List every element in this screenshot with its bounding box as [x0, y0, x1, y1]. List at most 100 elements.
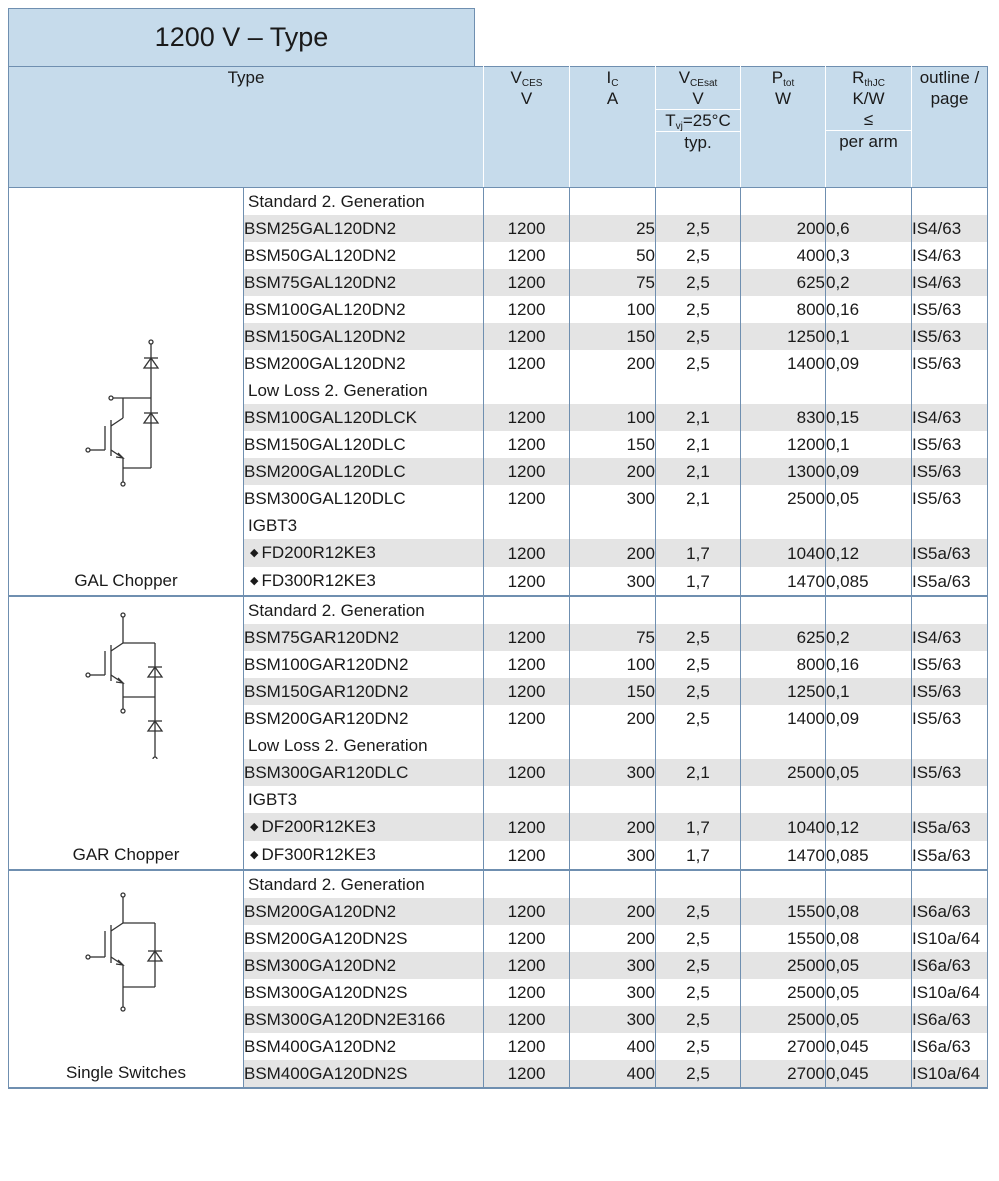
ptot-cell: 1040 — [740, 539, 826, 567]
empty-cell — [655, 187, 741, 215]
empty-cell — [825, 786, 912, 813]
vcesat-cell: 2,5 — [655, 624, 741, 651]
empty-cell — [740, 512, 826, 539]
outline-page-cell: IS4/63 — [911, 404, 988, 431]
type-name: BSM75GAR120DN2 — [244, 628, 399, 647]
rthjc-cell: 0,085 — [825, 841, 912, 871]
col-header-rthjc: RthJC K/W ≤ per arm — [825, 66, 912, 188]
col-header-vces: VCES V — [483, 66, 570, 188]
subgroup-heading: Standard 2. Generation — [243, 870, 484, 898]
ptot-cell: 2500 — [740, 1006, 826, 1033]
vcesat-cell: 2,1 — [655, 458, 741, 485]
empty-cell — [911, 187, 988, 215]
vcesat-cell: 2,5 — [655, 269, 741, 296]
ic-cell: 200 — [569, 925, 656, 952]
ptot-cell: 1400 — [740, 350, 826, 377]
vces-cell: 1200 — [483, 323, 570, 350]
rthjc-cell: 0,05 — [825, 979, 912, 1006]
table-title: 1200 V – Type — [8, 8, 475, 66]
type-name-cell: BSM300GA120DN2S — [243, 979, 484, 1006]
subgroup-row: Low Loss 2. Generation — [9, 377, 988, 404]
subgroup-heading: IGBT3 — [243, 786, 484, 813]
vcesat-cell: 2,1 — [655, 431, 741, 458]
vces-cell: 1200 — [483, 350, 570, 377]
rthjc-cell: 0,09 — [825, 705, 912, 732]
group-label: GAR Chopper — [72, 845, 180, 864]
type-name: BSM75GAL120DN2 — [244, 273, 397, 292]
ptot-cell: 625 — [740, 624, 826, 651]
vcesat-cell: 2,5 — [655, 898, 741, 925]
type-name-cell: BSM400GA120DN2S — [243, 1060, 484, 1089]
new-product-diamond-icon: ◆ — [250, 547, 259, 559]
ic-cell: 150 — [569, 678, 656, 705]
col-header-type: Type — [8, 66, 484, 188]
group-symbol-cell: GAL Chopper — [8, 187, 244, 597]
group-symbol-cell: Single Switches — [8, 870, 244, 1089]
empty-cell — [825, 377, 912, 404]
empty-cell — [825, 596, 912, 624]
type-name-cell: BSM200GAR120DN2 — [243, 705, 484, 732]
ic-cell: 300 — [569, 979, 656, 1006]
empty-cell — [655, 786, 741, 813]
empty-cell — [655, 732, 741, 759]
ic-cell: 300 — [569, 567, 656, 597]
ptot-cell: 2700 — [740, 1033, 826, 1060]
rthjc-cell: 0,6 — [825, 215, 912, 242]
subgroup-row: Low Loss 2. Generation — [9, 732, 988, 759]
empty-cell — [825, 732, 912, 759]
vces-cell: 1200 — [483, 458, 570, 485]
type-name: BSM100GAL120DN2 — [244, 300, 406, 319]
outline-page-cell: IS5/63 — [911, 296, 988, 323]
vcesat-cell: 2,5 — [655, 651, 741, 678]
vces-cell: 1200 — [483, 296, 570, 323]
new-product-diamond-icon: ◆ — [250, 575, 259, 587]
vces-cell: 1200 — [483, 1006, 570, 1033]
type-name: BSM200GA120DN2 — [244, 902, 397, 921]
ptot-cell: 2500 — [740, 485, 826, 512]
vces-cell: 1200 — [483, 215, 570, 242]
gar-chopper-symbol-icon — [85, 612, 164, 759]
vces-cell: 1200 — [483, 404, 570, 431]
subgroup-heading: Standard 2. Generation — [243, 596, 484, 624]
vces-cell: 1200 — [483, 431, 570, 458]
rthjc-cell: 0,2 — [825, 624, 912, 651]
vcesat-cell: 1,7 — [655, 567, 741, 597]
type-name-cell: BSM75GAL120DN2 — [243, 269, 484, 296]
vcesat-cell: 2,5 — [655, 925, 741, 952]
type-name: BSM300GAR120DLC — [244, 763, 409, 782]
ic-cell: 50 — [569, 242, 656, 269]
ic-cell: 300 — [569, 952, 656, 979]
ic-cell: 150 — [569, 431, 656, 458]
type-name: BSM150GAL120DN2 — [244, 327, 406, 346]
ptot-cell: 2500 — [740, 952, 826, 979]
vces-cell: 1200 — [483, 925, 570, 952]
rthjc-cell: 0,05 — [825, 759, 912, 786]
vcesat-cell: 2,1 — [655, 485, 741, 512]
rthjc-cell: 0,1 — [825, 431, 912, 458]
outline-page-cell: IS5/63 — [911, 350, 988, 377]
type-name-cell: BSM150GAR120DN2 — [243, 678, 484, 705]
ptot-cell: 1300 — [740, 458, 826, 485]
vces-cell: 1200 — [483, 952, 570, 979]
ic-cell: 300 — [569, 759, 656, 786]
vces-cell: 1200 — [483, 485, 570, 512]
rthjc-cell: 0,085 — [825, 567, 912, 597]
outline-page-cell: IS10a/64 — [911, 1060, 988, 1089]
header-row: Type VCES V IC A VCEsat V Tvj=25°C typ. — [8, 66, 988, 188]
vcesat-cell: 2,5 — [655, 979, 741, 1006]
vces-cell: 1200 — [483, 1033, 570, 1060]
ptot-cell: 2500 — [740, 979, 826, 1006]
type-name: BSM200GAL120DLC — [244, 462, 406, 481]
type-name: BSM300GAL120DLC — [244, 489, 406, 508]
vcesat-cell: 2,1 — [655, 759, 741, 786]
empty-cell — [569, 187, 656, 215]
empty-cell — [740, 187, 826, 215]
rthjc-cell: 0,2 — [825, 269, 912, 296]
empty-cell — [911, 596, 988, 624]
type-name-cell: BSM300GA120DN2 — [243, 952, 484, 979]
